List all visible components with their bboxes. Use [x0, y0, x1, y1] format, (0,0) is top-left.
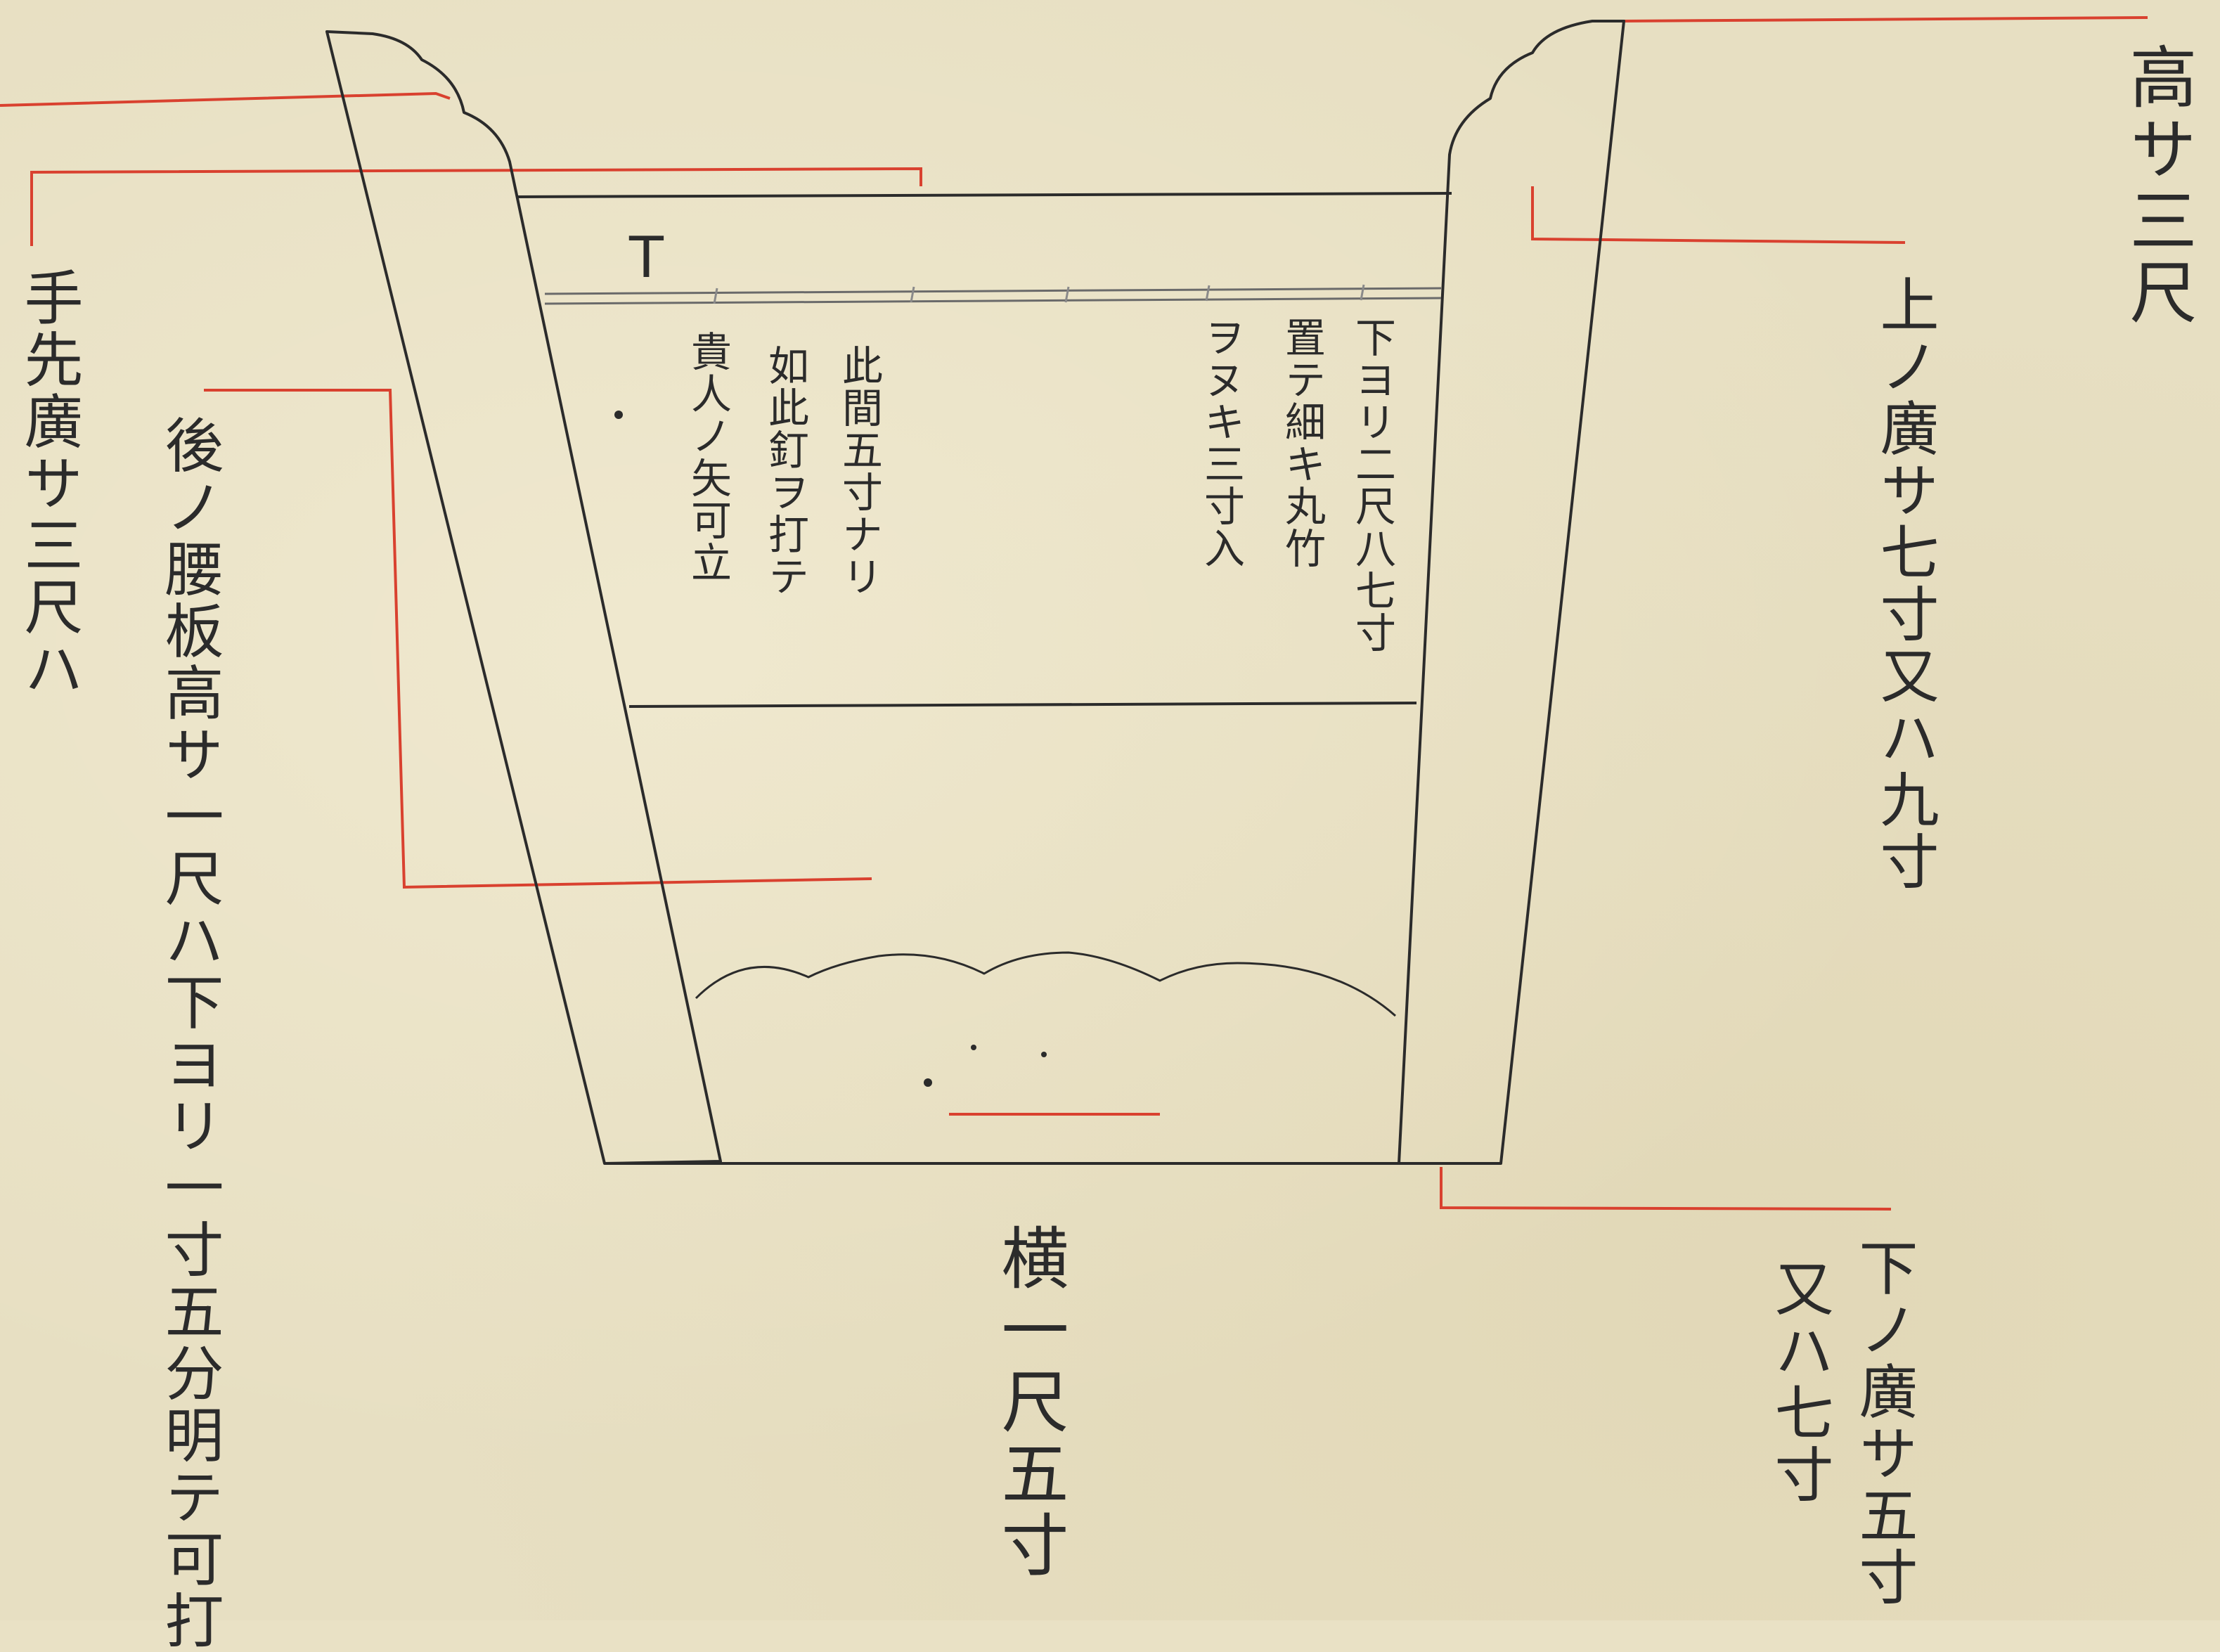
note-col4: 此間五寸ナリ [835, 344, 883, 598]
t-mark: T [629, 225, 664, 290]
inner-scallop [695, 951, 1396, 1017]
leader-height [1623, 16, 2148, 22]
bamboo-ticks [713, 284, 1365, 304]
bottom-width-label: 下ノ廣サ五寸 [1850, 1237, 1918, 1608]
ink-dots [614, 411, 1047, 1087]
note-col6: 貴人ノ矢可立 [684, 330, 732, 583]
right-side-board [1398, 20, 1625, 1165]
red-leader-lines [0, 16, 2148, 1211]
bamboo-rod-upper [544, 287, 1442, 295]
leader-top-width [1531, 186, 1906, 244]
bamboo-rod-lower [544, 297, 1442, 305]
note-col3: ヲヌキ三寸入 [1197, 316, 1245, 569]
length-label: 横一尺五寸 [990, 1223, 1069, 1582]
hand-width-label: 手先廣サ三尺ハ [15, 267, 84, 700]
top-width-label: 上ノ廣サ七寸又ハ九寸 [1871, 274, 1940, 893]
note-col5: 如此釘ヲ打テ [761, 344, 809, 598]
note-col2: 置テ細キ丸竹 [1278, 316, 1326, 569]
middle-line [628, 702, 1417, 708]
leader-back-board [30, 167, 922, 246]
left-side-board [325, 30, 722, 1165]
top-rim [516, 192, 1452, 198]
leader-hand-width [0, 91, 451, 107]
quiver-outline [325, 20, 1625, 1165]
note-col1: 下ヨリ二尺八七寸 [1348, 316, 1396, 654]
height-label: 高サ三尺 [2118, 42, 2197, 329]
bottom-width-alt-label: 又ハ七寸 [1765, 1258, 1834, 1506]
back-board-label: 後ノ腰板高サ一尺ハ下ヨリ一寸五分明テ可打 [155, 415, 224, 1652]
leader-back-board-inner [204, 389, 872, 889]
leader-bottom-width [1440, 1167, 1892, 1211]
